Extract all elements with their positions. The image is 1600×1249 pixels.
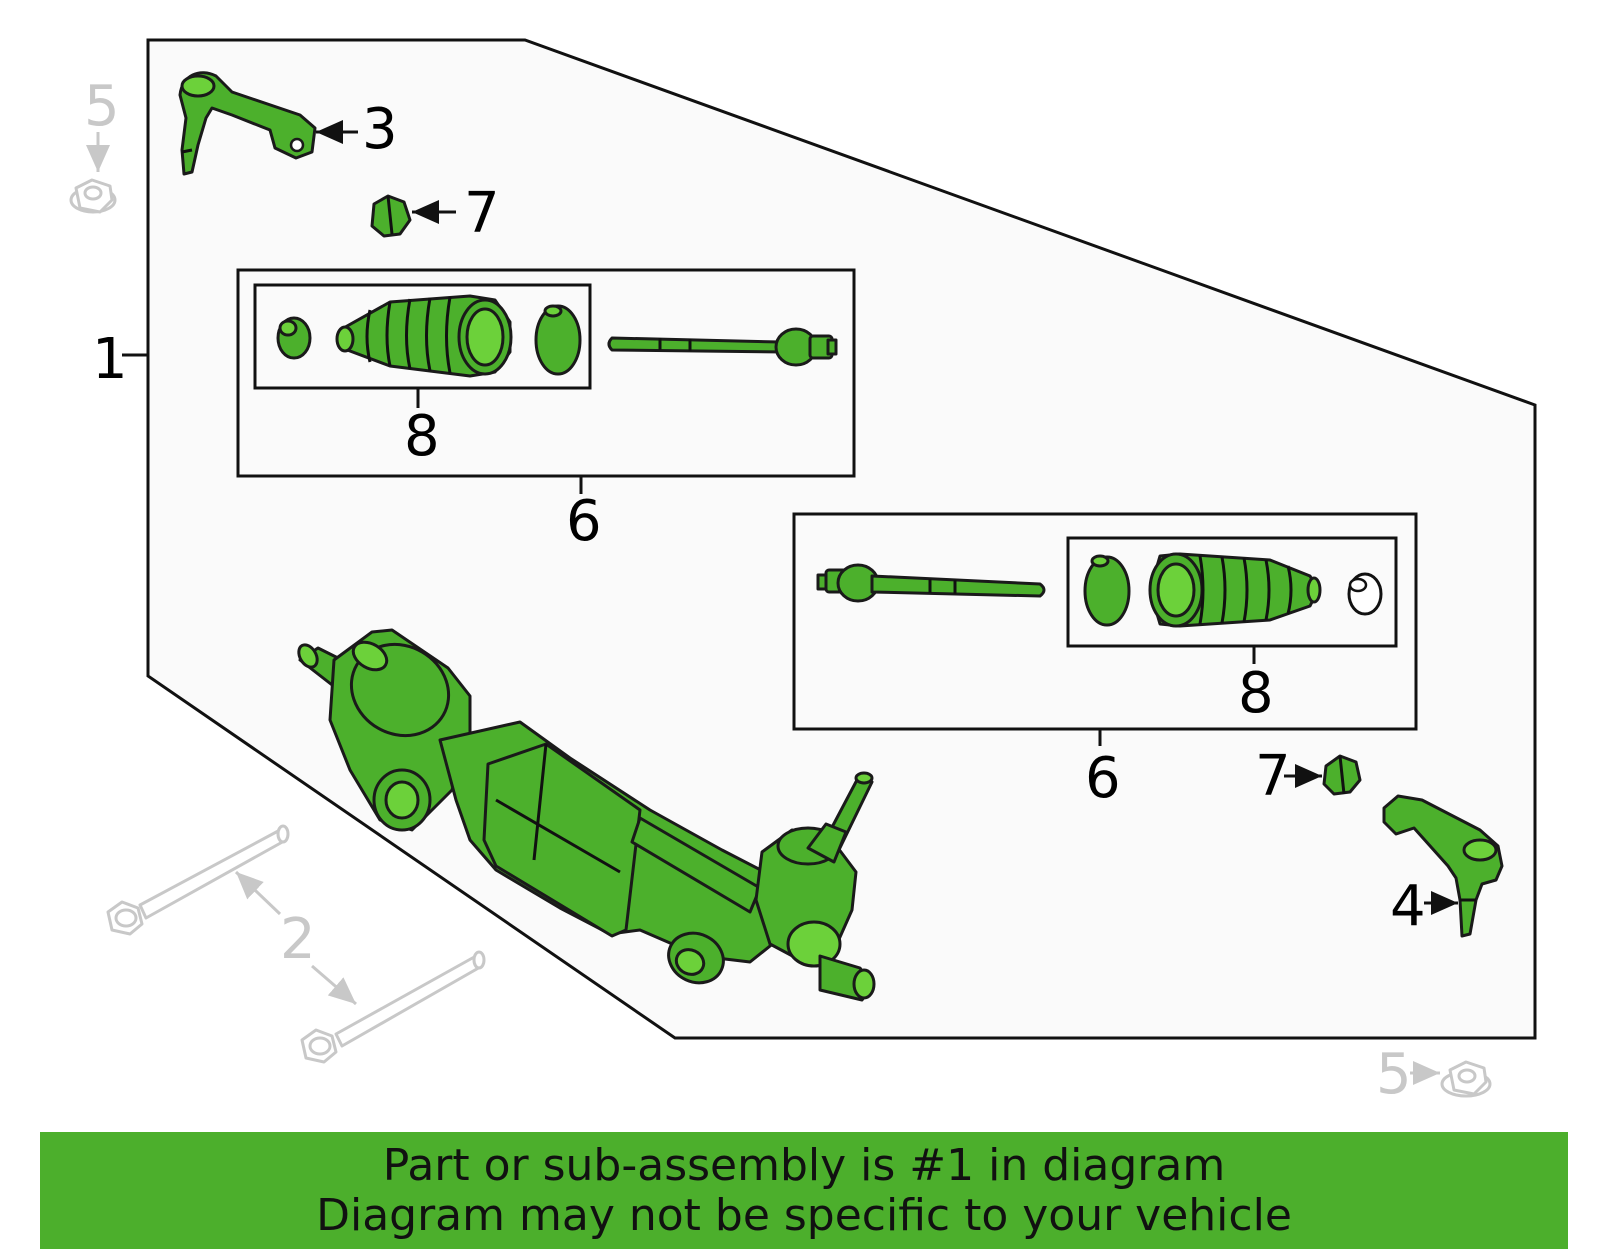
nut-left[interactable] — [370, 194, 412, 238]
mounting-bolt-ghost-lower — [300, 950, 486, 1064]
callout-5-top: 5 — [84, 74, 120, 139]
callout-2-leader-lower — [311, 964, 357, 1006]
boot-kit-box-lower — [1066, 536, 1398, 648]
callout-1: 1 — [92, 327, 128, 392]
inner-tie-rod-kit-box-upper — [236, 268, 856, 478]
banner-line-1: Part or sub-assembly is #1 in diagram — [382, 1139, 1226, 1191]
outer-tie-rod-end-right[interactable] — [1382, 794, 1504, 938]
mounting-bolt-ghost-upper — [106, 824, 290, 936]
callout-2: 2 — [280, 907, 316, 972]
boot-clamp-small-upper[interactable] — [276, 316, 312, 360]
callout-2-leader-upper — [234, 870, 282, 916]
banner-line-2: Diagram may not be specific to your vehi… — [316, 1189, 1292, 1241]
boot-kit-box-upper — [253, 283, 592, 390]
nut-right[interactable] — [1322, 754, 1362, 796]
callout-8-upper: 8 — [404, 404, 440, 469]
callout-6-upper: 6 — [566, 489, 602, 554]
steering-boot-upper[interactable] — [335, 294, 513, 378]
callout-6-lower: 6 — [1085, 746, 1121, 811]
boot-clamp-large-lower[interactable] — [1083, 554, 1131, 627]
boot-clamp-large-upper[interactable] — [534, 304, 582, 376]
outer-tie-rod-end-left[interactable] — [178, 71, 317, 176]
steering-gear-assembly[interactable] — [295, 627, 876, 1002]
callout-8-lower: 8 — [1238, 661, 1274, 726]
flange-nut-ghost-bottom — [1440, 1060, 1492, 1098]
callout-7-top: 7 — [464, 181, 500, 246]
steering-boot-lower[interactable] — [1148, 552, 1322, 628]
inner-tie-rod-kit-box-lower — [792, 512, 1418, 731]
callout-3: 3 — [362, 97, 398, 162]
inner-tie-rod-upper[interactable] — [607, 327, 838, 367]
callout-5-bottom: 5 — [1376, 1042, 1412, 1107]
callout-4: 4 — [1390, 874, 1426, 939]
flange-nut-ghost-top — [69, 178, 117, 214]
info-banner: Part or sub-assembly is #1 in diagram Di… — [40, 1132, 1568, 1249]
boot-clamp-small-lower[interactable] — [1347, 572, 1383, 616]
inner-tie-rod-lower[interactable] — [816, 563, 1046, 603]
